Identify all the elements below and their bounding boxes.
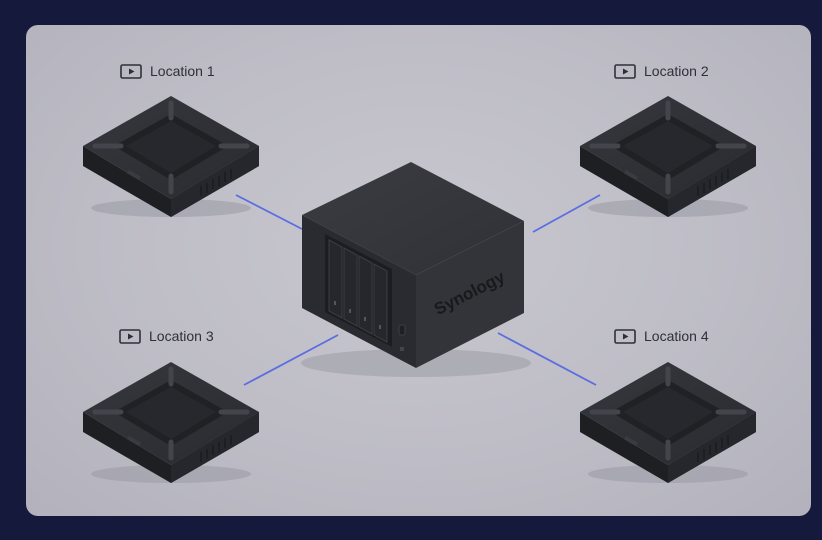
connector-location-3 bbox=[243, 334, 339, 386]
location-name: Location 3 bbox=[149, 328, 214, 344]
location-label-1: Location 1 bbox=[120, 63, 215, 79]
network-diagram: Synology bbox=[26, 25, 811, 516]
location-name: Location 2 bbox=[644, 63, 709, 79]
connector-location-4 bbox=[497, 332, 597, 386]
video-play-icon bbox=[119, 328, 141, 344]
connector-location-2 bbox=[532, 194, 601, 233]
video-play-icon bbox=[614, 328, 636, 344]
location-label-4: Location 4 bbox=[614, 328, 709, 344]
camera-device-1 bbox=[83, 96, 259, 217]
drive-bays bbox=[328, 239, 388, 343]
nas-server: Synology bbox=[301, 162, 531, 377]
connector-lines bbox=[235, 194, 601, 386]
camera-device-4 bbox=[580, 362, 756, 483]
location-name: Location 4 bbox=[644, 328, 709, 344]
video-play-icon bbox=[614, 63, 636, 79]
location-name: Location 1 bbox=[150, 63, 215, 79]
connector-location-1 bbox=[235, 194, 303, 230]
location-label-3: Location 3 bbox=[119, 328, 214, 344]
camera-device-2 bbox=[580, 96, 756, 217]
video-play-icon bbox=[120, 63, 142, 79]
camera-device-3 bbox=[83, 362, 259, 483]
location-label-2: Location 2 bbox=[614, 63, 709, 79]
diagram-canvas: Synology Location 1 Location 2 Location … bbox=[26, 25, 811, 516]
